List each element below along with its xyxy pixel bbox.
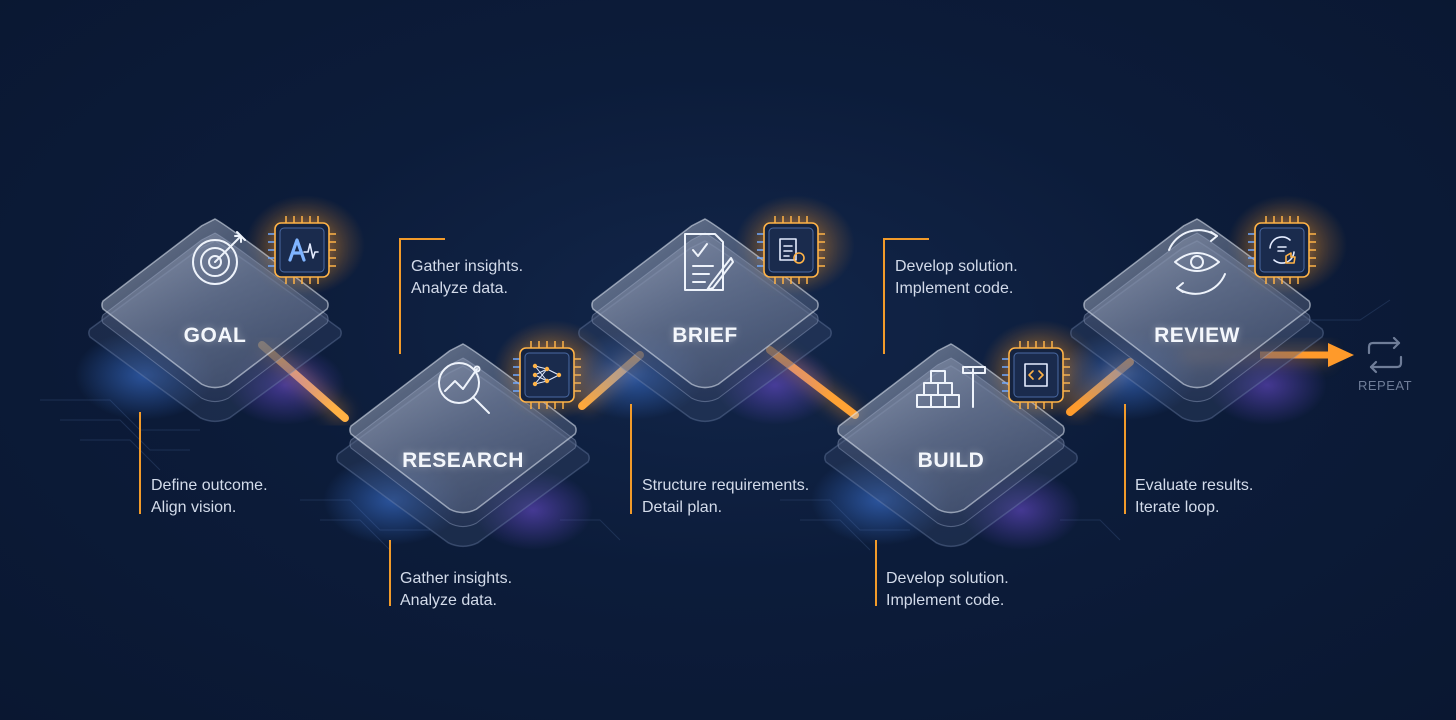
research-top-note-line2: Analyze data.	[411, 280, 508, 297]
research-top-note-tick	[399, 238, 445, 240]
brief-note-line	[630, 404, 632, 514]
research-bottom-note: Gather insights. Analyze data.	[390, 568, 512, 612]
review-note: Evaluate results. Iterate loop.	[1125, 475, 1253, 519]
thumbs-up-cycle-icon	[1269, 236, 1296, 264]
goal-note-line1: Define outcome.	[151, 477, 268, 494]
build-top-note-line1: Develop solution.	[895, 258, 1018, 275]
step-tile-research	[323, 320, 613, 550]
code-chip-icon	[1024, 363, 1048, 387]
build-top-note-line	[883, 238, 885, 354]
target-icon	[192, 231, 246, 285]
step-tile-goal	[75, 195, 365, 425]
research-top-note-line1: Gather insights.	[411, 258, 524, 275]
step-label-build: BUILD	[917, 449, 985, 472]
brief-note-line2: Detail plan.	[642, 499, 723, 516]
repeat-label: REPEAT	[1357, 378, 1413, 393]
research-bottom-note-line	[389, 540, 391, 606]
research-bottom-note-line1: Gather insights.	[400, 570, 513, 587]
review-note-line1: Evaluate results.	[1135, 477, 1254, 494]
document-pen-icon	[684, 233, 734, 291]
step-tile-review	[1057, 195, 1347, 425]
research-bottom-note-line2: Analyze data.	[400, 592, 497, 609]
brief-note-line1: Structure requirements.	[642, 477, 810, 494]
step-tile-brief	[565, 195, 855, 425]
build-top-note-tick	[883, 238, 929, 240]
goal-note-line2: Align vision.	[151, 499, 237, 516]
thumbs-up-cycle-chip	[1244, 212, 1320, 288]
step-label-research: RESEARCH	[402, 449, 524, 472]
eye-cycle-icon	[1168, 229, 1226, 295]
flow-arrowhead	[1328, 343, 1354, 367]
clipboard-gear-chip	[753, 212, 829, 288]
magnifier-chart-icon	[438, 362, 490, 414]
goal-note: Define outcome. Align vision.	[141, 475, 268, 519]
clipboard-gear-icon	[779, 238, 805, 264]
research-top-note-line	[399, 238, 401, 354]
research-top-note: Gather insights. Analyze data.	[401, 256, 523, 300]
build-bottom-note-line2: Implement code.	[886, 592, 1005, 609]
build-top-note-line2: Implement code.	[895, 280, 1014, 297]
build-top-note: Develop solution. Implement code.	[885, 256, 1018, 300]
review-note-line	[1124, 404, 1126, 514]
step-label-review: REVIEW	[1154, 324, 1240, 347]
review-note-line2: Iterate loop.	[1135, 499, 1220, 516]
build-bottom-note-line	[875, 540, 877, 606]
blocks-hammer-icon	[916, 366, 986, 408]
neural-network-icon	[532, 363, 562, 387]
step-label-brief: BRIEF	[672, 324, 738, 347]
repeat-icon	[1367, 336, 1403, 374]
code-chip-chip	[998, 337, 1074, 413]
step-label-goal: GOAL	[183, 324, 247, 347]
goal-note-line	[139, 412, 141, 514]
build-bottom-note: Develop solution. Implement code.	[876, 568, 1009, 612]
build-bottom-note-line1: Develop solution.	[886, 570, 1009, 587]
step-tile-build	[811, 320, 1101, 550]
ai-pulse-icon	[288, 238, 319, 262]
brief-note: Structure requirements. Detail plan.	[632, 475, 809, 519]
ai-pulse-chip	[264, 212, 340, 288]
